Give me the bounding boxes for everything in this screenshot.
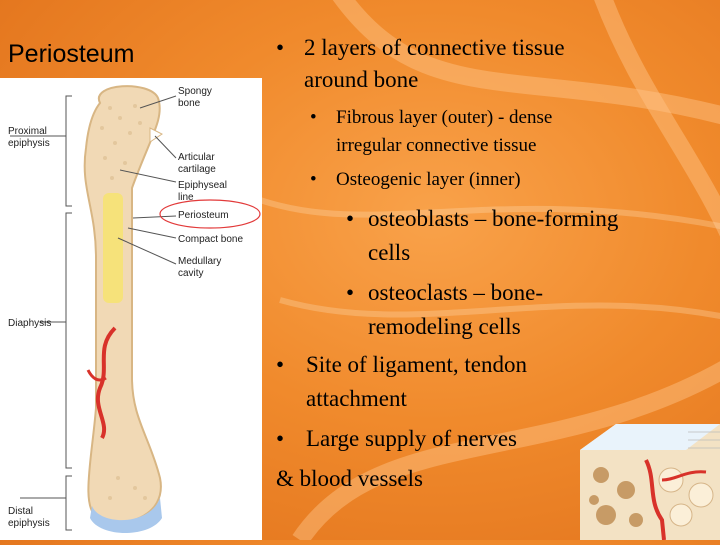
svg-text:cartilage: cartilage xyxy=(178,164,216,175)
bullet-4-line-1: osteoblasts – bone-forming xyxy=(368,206,619,231)
svg-text:line: line xyxy=(178,192,194,203)
long-bone-diagram: Proximal epiphysis Spongy bone Articular… xyxy=(0,78,262,540)
svg-text:Distal: Distal xyxy=(8,506,33,517)
bullet-symbol: • xyxy=(346,206,355,231)
label-diaphysis: Diaphysis xyxy=(8,318,51,329)
bone-cross-section-image xyxy=(576,420,720,541)
svg-text:Medullary: Medullary xyxy=(178,256,221,267)
label-spongy-bone-1: Spongy xyxy=(178,86,212,97)
bullet-symbol: • xyxy=(310,169,317,190)
bone-shape xyxy=(83,85,162,524)
bullet-5-line-1: osteoclasts – bone- xyxy=(368,280,544,305)
label-proximal-epiphysis-1: Proximal xyxy=(8,126,47,137)
svg-text:Proximal: Proximal xyxy=(8,126,47,137)
label-epiphyseal-line-1: Epiphyseal xyxy=(178,180,227,191)
label-medullary-cavity-1: Medullary xyxy=(178,256,221,267)
svg-text:Spongy: Spongy xyxy=(178,86,212,97)
bullet-symbol: • xyxy=(310,107,317,128)
label-periosteum: Periosteum xyxy=(178,210,229,221)
bullet-symbol: • xyxy=(276,35,285,60)
bullet-symbol: • xyxy=(276,352,285,377)
label-compact-bone: Compact bone xyxy=(178,234,243,245)
svg-text:epiphysis: epiphysis xyxy=(8,138,50,149)
bullet-symbol: • xyxy=(276,426,285,451)
spongy-bone-texture xyxy=(100,104,147,500)
medullary-cavity-shape xyxy=(103,193,123,303)
periosteum-highlight xyxy=(159,199,261,229)
svg-text:epiphysis: epiphysis xyxy=(8,518,50,529)
label-distal-epiphysis-1: Distal xyxy=(8,506,33,517)
bullet-2-line-1: Fibrous layer (outer) - dense xyxy=(336,107,553,128)
bullet-6-line-1: Site of ligament, tendon xyxy=(306,352,528,377)
label-epiphyseal-line-2: line xyxy=(178,192,194,203)
svg-text:Epiphyseal: Epiphyseal xyxy=(178,180,227,191)
label-distal-epiphysis-2: epiphysis xyxy=(8,518,50,529)
bullet-4-line-2: cells xyxy=(368,240,411,265)
bullet-2-line-2: irregular connective tissue xyxy=(336,135,537,156)
bullet-7-line-2: & blood vessels xyxy=(276,466,423,491)
bullet-7-line-1: Large supply of nerves xyxy=(306,426,517,451)
bullet-6-line-2: attachment xyxy=(306,386,407,411)
label-articular-cartilage-2: cartilage xyxy=(178,164,216,175)
bullet-3-line-1: Osteogenic layer (inner) xyxy=(336,169,521,190)
blood-vessel xyxy=(96,326,117,439)
label-proximal-epiphysis-2: epiphysis xyxy=(8,138,50,149)
label-medullary-cavity-2: cavity xyxy=(178,268,204,279)
svg-text:cavity: cavity xyxy=(178,268,204,279)
distal-cartilage xyxy=(90,498,162,533)
svg-text:bone: bone xyxy=(178,98,201,109)
label-articular-cartilage-1: Articular xyxy=(178,152,215,163)
bullet-symbol: • xyxy=(346,280,355,305)
label-spongy-bone-2: bone xyxy=(178,98,201,109)
bullet-5-line-2: remodeling cells xyxy=(368,314,521,339)
bullet-1-line-2: around bone xyxy=(304,67,419,92)
slide-title: Periosteum xyxy=(8,40,135,68)
bullet-1-line-1: 2 layers of connective tissue xyxy=(304,35,565,60)
svg-text:Articular: Articular xyxy=(178,152,215,163)
